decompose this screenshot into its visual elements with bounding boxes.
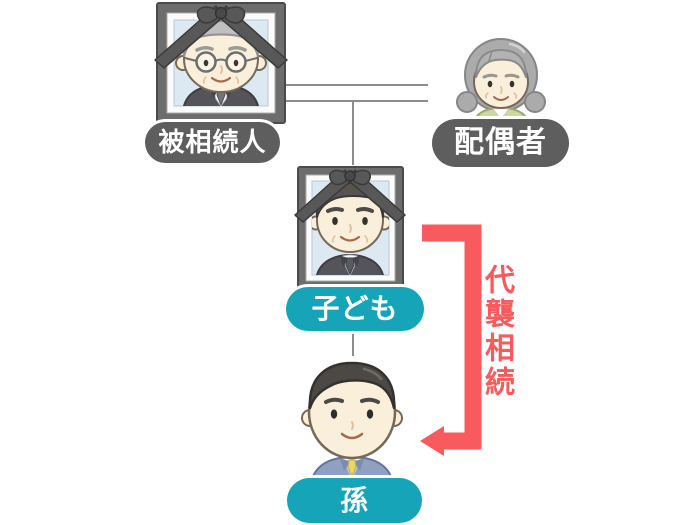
young-man-icon: [301, 361, 403, 482]
decedent-label: 被相続人: [145, 122, 280, 163]
child-label: 子ども: [286, 287, 424, 331]
spouse-label: 配偶者: [432, 119, 569, 167]
substitute-inheritance-arrow-icon: [420, 224, 482, 456]
child-to-grandchild-connector: [352, 334, 354, 356]
grandchild-label: 孫: [287, 478, 422, 523]
substitute-inheritance-label: 代襲相続: [479, 264, 514, 400]
memorial-photo-elderly-man-icon: [154, 2, 288, 124]
mourning-ribbon-icon: [294, 169, 406, 223]
marriage-line-top: [281, 84, 428, 86]
memorial-photo-man-icon: [294, 166, 406, 290]
elderly-woman-icon: [456, 38, 546, 125]
couple-to-child-connector: [352, 101, 354, 165]
mourning-ribbon-icon: [154, 5, 288, 69]
